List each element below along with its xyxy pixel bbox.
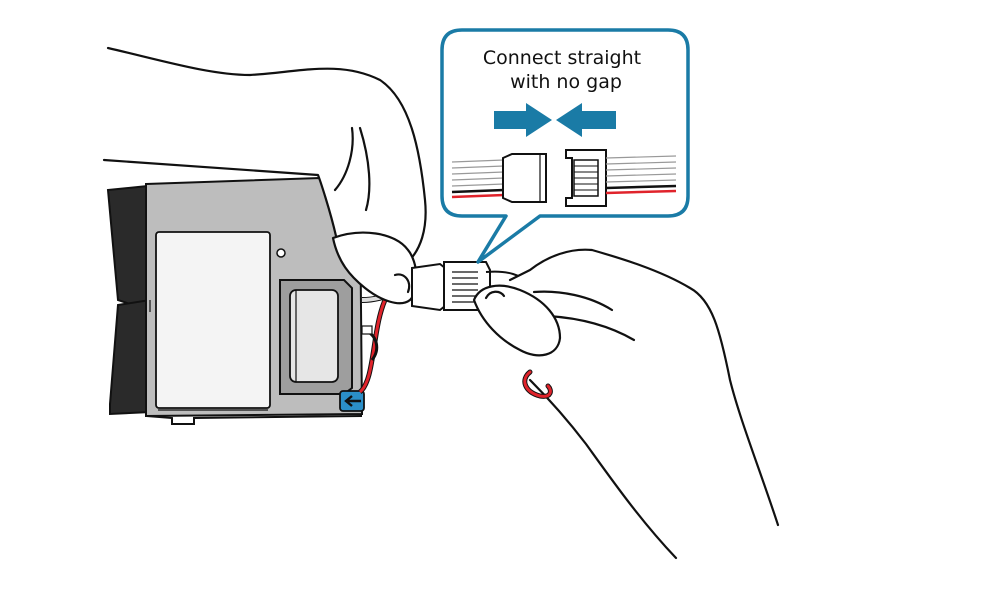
callout-text-line2: with no gap: [510, 71, 622, 93]
callout-text-line1: Connect straight: [483, 47, 641, 69]
callout-wires-left: [451, 159, 505, 199]
callout-male-connector: [565, 149, 607, 207]
device-label: [155, 231, 271, 409]
female-connector: [411, 262, 446, 312]
callout-bubble: Connect straight with no gap: [440, 28, 690, 264]
device-body: [106, 176, 364, 425]
arrow-right-icon: [494, 103, 552, 137]
callout-wires-right: [605, 155, 677, 195]
right-hand: [472, 248, 780, 560]
motor-cylinder: [289, 289, 339, 383]
callout-female-connector: [502, 153, 547, 203]
arrow-left-icon: [556, 103, 616, 137]
latch-tab-bottom: [339, 390, 365, 412]
left-hand: [102, 46, 427, 305]
latch-arrow-icon: [344, 395, 361, 407]
